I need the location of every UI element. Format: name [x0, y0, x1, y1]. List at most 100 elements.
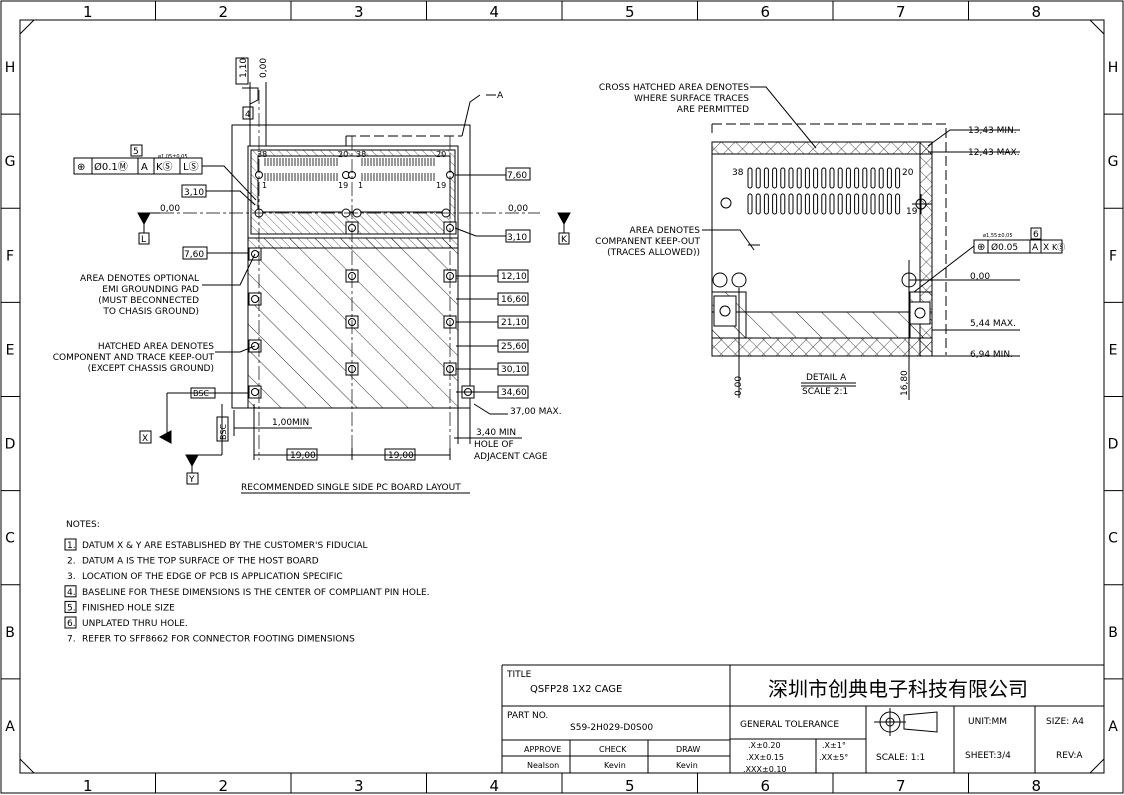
dim-box — [497, 362, 529, 376]
column-label-6: 6 — [760, 3, 770, 21]
svg-text:COMPONENT AND TRACE KEEP-OUT: COMPONENT AND TRACE KEEP-OUT — [53, 353, 215, 363]
detail-pin-top — [780, 167, 786, 189]
fcf-tolerance: Ø0.1Ⓜ — [94, 161, 128, 173]
column-label-8: 8 — [1031, 3, 1041, 21]
datum-a-label: A — [497, 91, 504, 101]
dim-0-00-left: 0,00 — [160, 204, 180, 214]
angle-x: .X±1° — [822, 741, 846, 750]
detail-fcf-symbol: ⊕ — [977, 242, 985, 253]
layout-view-text: A 1,10 0,00 4 5 ø1,05±0,05 ⊕ Ø0.1Ⓜ A KⓈ … — [53, 58, 568, 493]
approver: Nealson — [527, 761, 559, 770]
detail-pin-bottom — [772, 193, 778, 215]
column-label-7: 7 — [896, 3, 906, 21]
draw-label: DRAW — [676, 745, 700, 754]
bsc-vertical: BSC — [219, 424, 228, 440]
note-number: 6. — [67, 619, 76, 629]
datum-k-label: K — [561, 235, 568, 245]
detail-pin-top — [796, 167, 802, 189]
detail-scale: SCALE 2:1 — [802, 387, 848, 397]
note-item: 1.DATUM X & Y ARE ESTABLISHED BY THE CUS… — [64, 538, 368, 551]
row-label-F: F — [1109, 248, 1117, 264]
detail-pin-38: 38 — [732, 168, 744, 178]
datum-y-label: Y — [188, 475, 195, 485]
svg-text:TO CHASIS GROUND): TO CHASIS GROUND) — [102, 307, 199, 317]
unit: UNIT:MM — [968, 717, 1007, 727]
detail-pin-top — [804, 167, 810, 189]
note-item: 2.DATUM A IS THE TOP SURFACE OF THE HOST… — [67, 557, 319, 567]
dim-30-10: 30,10 — [501, 365, 527, 375]
detail-pin-top — [821, 167, 827, 189]
drawing-title: QSFP28 1X2 CAGE — [530, 684, 622, 695]
keepout-note: HATCHED AREA DENOTES COMPONENT AND TRACE… — [53, 342, 215, 374]
approve-label: APPROVE — [524, 745, 561, 754]
note-item: 5.FINISHED HOLE SIZE — [64, 600, 175, 613]
detail-pin-bottom — [845, 193, 851, 215]
row-label-A: A — [1108, 719, 1118, 735]
row-label-G: G — [1108, 154, 1119, 170]
row-label-C: C — [1108, 531, 1118, 547]
dim-0-00-right: 0,00 — [508, 204, 528, 214]
row-label-D: D — [1108, 437, 1119, 453]
angle-xx: .XX±5° — [819, 753, 848, 762]
part-number: S59-2H029-D0S00 — [570, 723, 653, 733]
pin-38-b: 38 — [356, 150, 366, 159]
dim-6-94: 6,94 MIN. — [970, 350, 1013, 360]
detail-pin-top — [837, 167, 843, 189]
note-item: 4.BASELINE FOR THESE DIMENSIONS IS THE C… — [64, 585, 430, 598]
detail-pin-top — [772, 167, 778, 189]
dim-7-60-right: 7,60 — [507, 171, 527, 181]
hole-adjacent-2: ADJACENT CAGE — [474, 452, 548, 462]
detail-zero-bottom: 0,00 — [734, 376, 744, 396]
dim-3-10-right: 3,10 — [507, 233, 527, 243]
dim-5-44: 5,44 MAX. — [970, 319, 1016, 329]
row-label-E: E — [6, 342, 15, 358]
row-label-G: G — [5, 154, 16, 170]
note-number: 1. — [67, 541, 76, 551]
column-label-4: 4 — [489, 3, 499, 21]
dim-25-60: 25,60 — [501, 342, 527, 352]
row-label-C: C — [5, 531, 15, 547]
paper-size: SIZE: A4 — [1046, 717, 1084, 727]
note-text: UNPLATED THRU HOLE. — [82, 619, 188, 629]
column-label-3: 3 — [354, 3, 364, 21]
dim-12-10: 12,10 — [501, 272, 527, 282]
svg-text:ARE PERMITTED: ARE PERMITTED — [677, 105, 749, 115]
detail-pin-bottom — [837, 193, 843, 215]
row-label-E: E — [1109, 342, 1118, 358]
bsc-horizontal: BSC — [193, 389, 209, 398]
detail-pin-top — [878, 167, 884, 189]
row-label-D: D — [5, 437, 16, 453]
note-number: 7. — [67, 635, 76, 645]
column-label-8: 8 — [1031, 777, 1041, 795]
fcf-position-symbol: ⊕ — [77, 162, 85, 173]
detail-pin-bottom — [755, 193, 761, 215]
row-label-A: A — [5, 719, 15, 735]
datum-x-label: X — [142, 434, 148, 444]
detail-hole-tolerance: ø1,55±0,05 — [983, 233, 1013, 239]
dim-34-60: 34,60 — [501, 388, 527, 398]
detail-pin-bottom — [780, 193, 786, 215]
column-label-7: 7 — [896, 777, 906, 795]
dim-13-43: 13,43 MIN. — [968, 126, 1017, 136]
part-no-label: PART NO. — [507, 711, 548, 721]
layout-caption: RECOMMENDED SINGLE SIDE PC BOARD LAYOUT — [241, 483, 461, 493]
title-block — [501, 664, 1104, 773]
detail-pin-bottom — [870, 193, 876, 215]
pin-1-a: 1 — [262, 181, 267, 190]
dim-12-43: 12,43 MAX. — [968, 148, 1020, 158]
column-label-2: 2 — [218, 3, 228, 21]
detail-fcf-a: A — [1032, 243, 1039, 253]
dim-19-00-right: 19,00 — [388, 451, 414, 461]
detail-view-text: CROSS HATCHED AREA DENOTES WHERE SURFACE… — [595, 83, 1065, 397]
svg-text:HATCHED AREA DENOTES: HATCHED AREA DENOTES — [98, 342, 214, 352]
cross-hatch-note: CROSS HATCHED AREA DENOTES WHERE SURFACE… — [599, 83, 749, 115]
dim-0-00-top: 0,00 — [259, 58, 269, 78]
svg-text:AREA DENOTES: AREA DENOTES — [630, 226, 701, 236]
dim-1-10: 1,10 — [239, 58, 249, 78]
fcf-datum-l: LⓈ — [183, 161, 199, 173]
detail-keepout-note: AREA DENOTES COMPANENT KEEP-OUT (TRACES … — [595, 226, 700, 258]
fcf-datum-a: A — [141, 162, 148, 173]
notes-heading: NOTES: — [66, 520, 100, 530]
